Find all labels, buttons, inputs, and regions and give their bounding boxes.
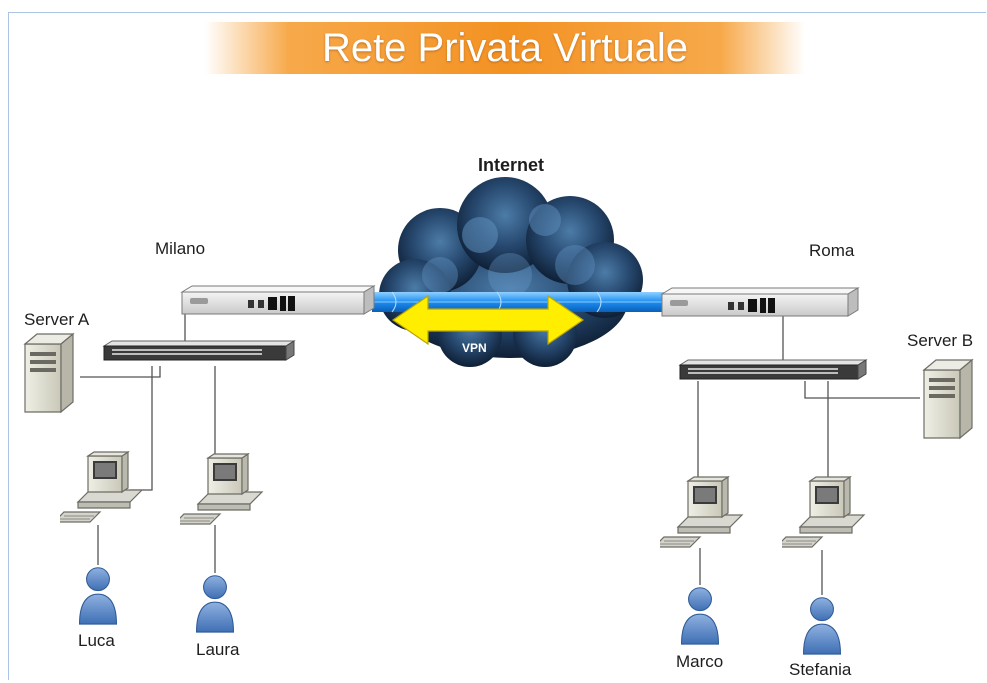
user-label-marco: Marco (676, 652, 724, 671)
title-banner: Rete Privata Virtuale (205, 22, 805, 74)
server-b-icon (923, 359, 973, 439)
vpn-gateway-milano (180, 285, 376, 315)
vpn-gateway-roma (660, 287, 860, 317)
switch-milano (102, 340, 296, 361)
computer-laura-icon (180, 453, 263, 525)
slide-title: Rete Privata Virtuale (321, 26, 689, 70)
user-label-stefania: Stefania (789, 660, 852, 679)
user-marco-icon (680, 587, 720, 645)
vpn-arrow (391, 294, 585, 346)
switch-roma (678, 359, 868, 380)
user-stefania-icon (802, 597, 842, 655)
user-label-laura: Laura (196, 640, 240, 659)
internet-cloud (379, 177, 643, 367)
user-luca-icon (78, 567, 118, 625)
site-label-milano: Milano (155, 239, 206, 258)
site-label-roma: Roma (809, 241, 855, 260)
vpn-label: VPN (462, 341, 487, 355)
computer-stefania-icon (782, 476, 865, 548)
server-a-icon (24, 333, 74, 413)
user-label-luca: Luca (78, 631, 115, 650)
user-laura-icon (195, 575, 235, 633)
wiring-right (697, 316, 920, 595)
server-b-label: Server B (907, 331, 974, 350)
internet-label: Internet (478, 155, 545, 175)
slide-frame (8, 12, 986, 680)
computer-luca-icon (60, 451, 143, 523)
computer-marco-icon (660, 476, 743, 548)
server-a-label: Server A (24, 310, 90, 329)
